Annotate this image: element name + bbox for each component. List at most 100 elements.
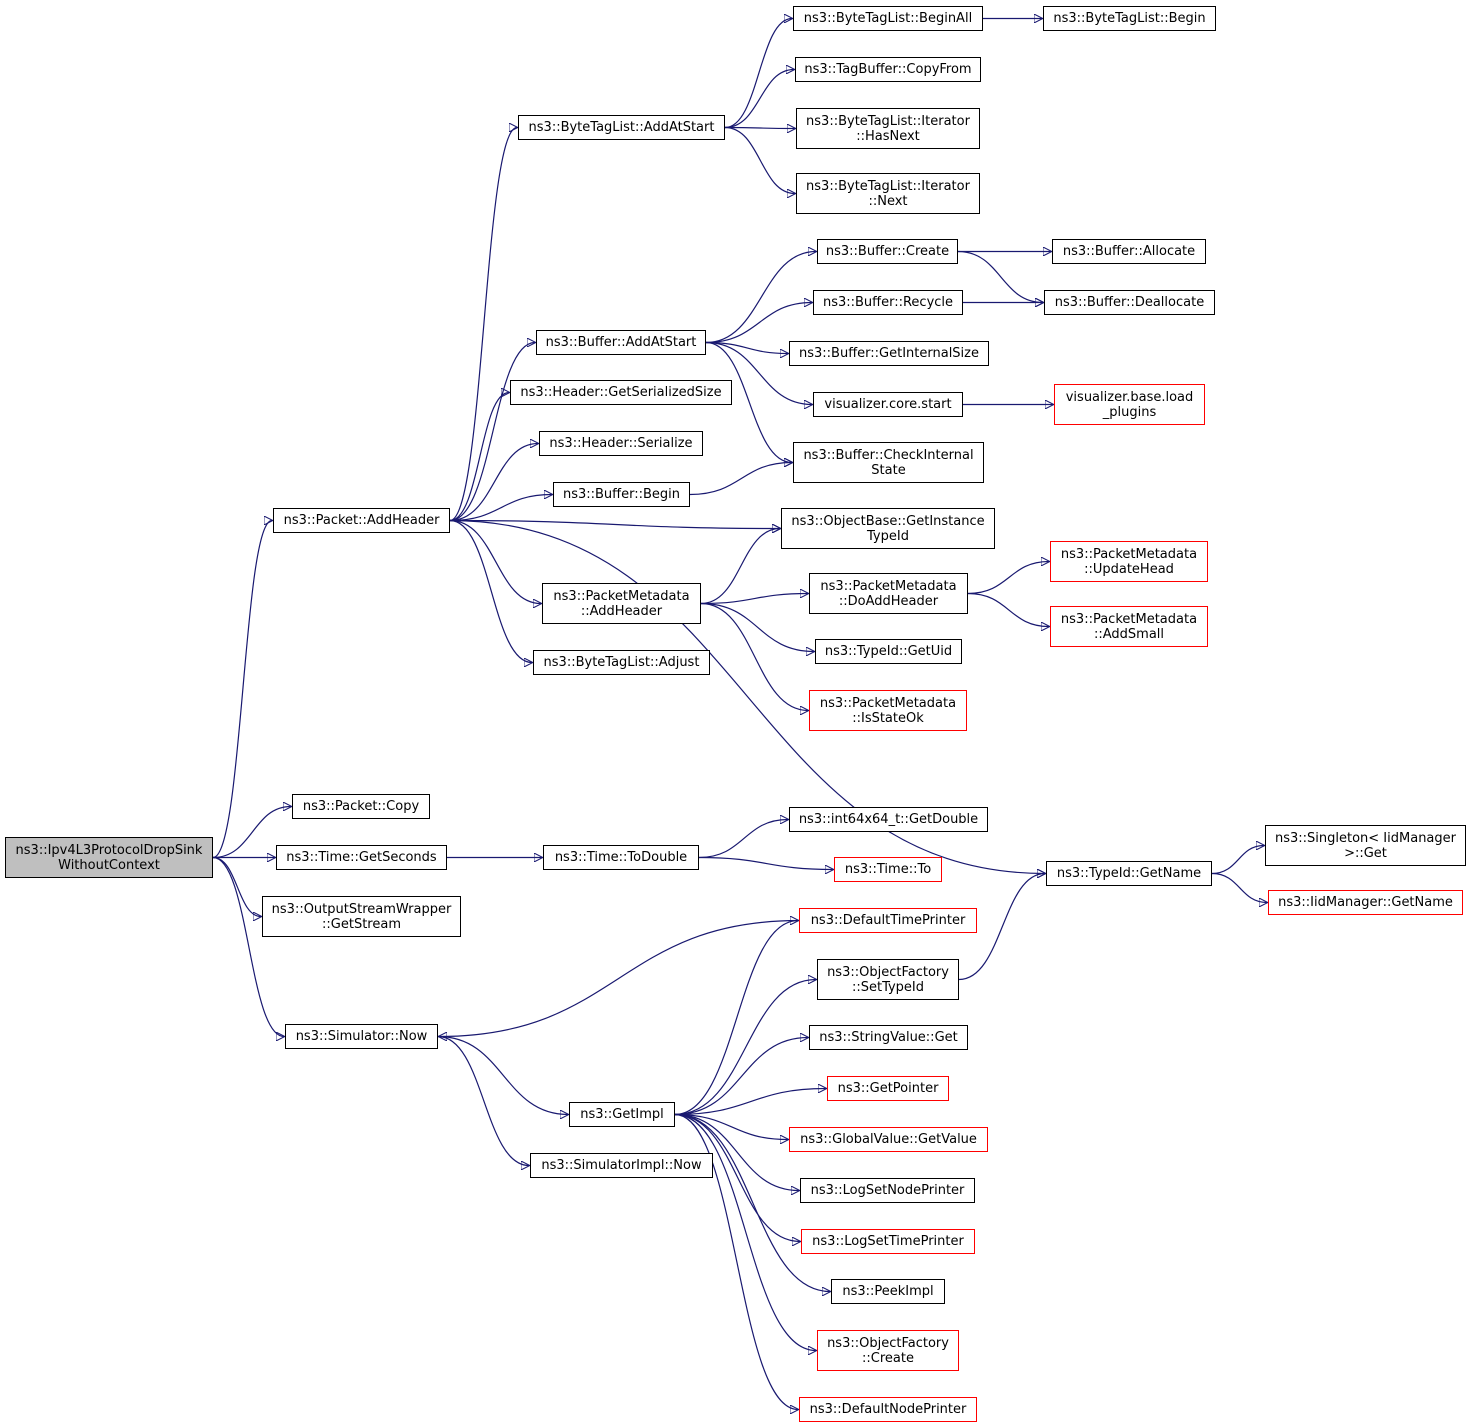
node-iidmanager-getname[interactable]: ns3::IidManager::GetName	[1268, 890, 1463, 915]
node-osw-getstream[interactable]: ns3::OutputStreamWrapper::GetStream	[262, 896, 461, 937]
node-simulator-now[interactable]: ns3::Simulator::Now	[285, 1024, 438, 1049]
node-vis-base-load[interactable]: visualizer.base.load_plugins	[1054, 384, 1205, 425]
edge-pm-doaddheader-to-pm-addsmall	[967, 592, 1049, 627]
node-simulatorimpl-now[interactable]: ns3::SimulatorImpl::Now	[530, 1153, 713, 1178]
node-label-line: ns3::Buffer::CheckInternal	[803, 447, 974, 463]
node-of-create[interactable]: ns3::ObjectFactory::Create	[817, 1330, 959, 1371]
node-label-line: ns3::ByteTagList::AddAtStart	[528, 120, 715, 135]
node-stringvalue-get[interactable]: ns3::StringValue::Get	[809, 1025, 968, 1050]
edge-getimpl-to-defaulttimeprinter	[674, 921, 798, 1116]
node-singleton-get[interactable]: ns3::Singleton< IidManager >::Get	[1265, 825, 1466, 866]
node-logsettimeprinter[interactable]: ns3::LogSetTimePrinter	[801, 1229, 975, 1254]
node-getpointer[interactable]: ns3::GetPointer	[827, 1076, 949, 1101]
node-btl-adjust[interactable]: ns3::ByteTagList::Adjust	[533, 650, 710, 675]
edge-root-to-packet-addheader	[212, 521, 272, 859]
node-label-line: ::IsStateOk	[852, 710, 924, 726]
node-buffer-create[interactable]: ns3::Buffer::Create	[817, 239, 958, 264]
node-btl-addatstart[interactable]: ns3::ByteTagList::AddAtStart	[518, 115, 725, 140]
node-label-line: ns3::Header::GetSerializedSize	[520, 385, 722, 400]
node-time-to[interactable]: ns3::Time::To	[834, 857, 942, 882]
edge-buffer-create-to-buffer-deallocate	[957, 250, 1043, 303]
node-btl-it-next[interactable]: ns3::ByteTagList::Iterator::Next	[796, 173, 980, 214]
node-globalvalue-getvalue[interactable]: ns3::GlobalValue::GetValue	[789, 1127, 988, 1152]
node-buffer-begin[interactable]: ns3::Buffer::Begin	[553, 482, 690, 507]
node-label-line: ns3::TagBuffer::CopyFrom	[804, 62, 972, 77]
edge-packet-addheader-to-btl-addatstart	[449, 128, 517, 522]
edge-packet-addheader-to-objectbase-getinstance	[449, 519, 780, 529]
node-label-line: WithoutContext	[58, 857, 160, 873]
edge-btl-addatstart-to-tagbuffer-copyfrom	[724, 70, 794, 129]
node-typeid-getname[interactable]: ns3::TypeId::GetName	[1046, 861, 1212, 886]
node-label-line: ns3::Time::ToDouble	[554, 850, 688, 865]
edge-btl-addatstart-to-btl-it-next	[724, 126, 795, 194]
node-buffer-recycle[interactable]: ns3::Buffer::Recycle	[813, 290, 963, 315]
node-header-serialize[interactable]: ns3::Header::Serialize	[539, 431, 703, 456]
node-label-line: >::Get	[1344, 845, 1387, 861]
node-label-line: ns3::Buffer::Begin	[562, 487, 681, 502]
node-label-line: ns3::PacketMetadata	[1060, 546, 1198, 562]
node-label-line: ns3::DefaultTimePrinter	[810, 913, 966, 928]
node-label-line: visualizer.base.load	[1065, 389, 1194, 405]
edge-getimpl-to-defaultnodeprinter	[674, 1113, 798, 1410]
edge-btl-addatstart-to-btl-it-hasnext	[724, 128, 795, 129]
edge-time-todouble-to-time-to	[698, 856, 833, 870]
node-defaultnodeprinter[interactable]: ns3::DefaultNodePrinter	[799, 1397, 977, 1422]
node-label-line: ns3::ObjectFactory	[827, 964, 949, 980]
edge-typeid-getname-to-iidmanager-getname	[1211, 872, 1267, 903]
edge-buffer-addatstart-to-buffer-getinternalsize	[705, 341, 788, 354]
node-label-line: ns3::Buffer::AddAtStart	[545, 335, 697, 350]
node-of-settypeid[interactable]: ns3::ObjectFactory::SetTypeId	[817, 959, 959, 1000]
node-label-line: ns3::Buffer::GetInternalSize	[799, 346, 979, 361]
node-vis-core-start[interactable]: visualizer.core.start	[813, 392, 963, 417]
node-label-line: ns3::TypeId::GetUid	[824, 644, 953, 659]
edge-root-to-packet-copy	[212, 807, 291, 859]
node-btl-beginall[interactable]: ns3::ByteTagList::BeginAll	[793, 6, 983, 31]
node-label-line: ns3::Time::To	[844, 862, 932, 877]
node-buffer-deallocate[interactable]: ns3::Buffer::Deallocate	[1044, 290, 1215, 315]
edge-getimpl-to-of-settypeid	[674, 980, 816, 1116]
node-typeid-getuid[interactable]: ns3::TypeId::GetUid	[815, 639, 962, 664]
node-buffer-addatstart[interactable]: ns3::Buffer::AddAtStart	[536, 330, 706, 355]
node-pm-updatehead[interactable]: ns3::PacketMetadata::UpdateHead	[1050, 541, 1208, 582]
node-time-todouble[interactable]: ns3::Time::ToDouble	[543, 845, 699, 870]
node-label-line: ::HasNext	[856, 128, 920, 144]
node-label-line: ns3::OutputStreamWrapper	[271, 901, 452, 917]
node-btl-it-hasnext[interactable]: ns3::ByteTagList::Iterator::HasNext	[796, 108, 980, 149]
node-int64-getdouble[interactable]: ns3::int64x64_t::GetDouble	[789, 807, 988, 832]
node-label-line: ns3::StringValue::Get	[819, 1030, 958, 1045]
edge-buffer-addatstart-to-buffer-checkinternal	[705, 341, 792, 463]
node-label-line: ::AddHeader	[580, 603, 663, 619]
node-pm-doaddheader[interactable]: ns3::PacketMetadata::DoAddHeader	[809, 573, 968, 614]
node-label-line: ns3::ByteTagList::Iterator	[806, 178, 970, 194]
node-getimpl[interactable]: ns3::GetImpl	[569, 1102, 675, 1127]
node-time-getseconds[interactable]: ns3::Time::GetSeconds	[276, 845, 447, 870]
node-label-line: ns3::TypeId::GetName	[1056, 866, 1202, 881]
node-buffer-allocate[interactable]: ns3::Buffer::Allocate	[1052, 239, 1206, 264]
node-label-line: ns3::ByteTagList::Adjust	[543, 655, 700, 670]
node-pm-isstateok[interactable]: ns3::PacketMetadata::IsStateOk	[809, 690, 967, 731]
node-label-line: ns3::Buffer::Recycle	[822, 295, 954, 310]
node-logsetnodeprinter[interactable]: ns3::LogSetNodePrinter	[800, 1178, 975, 1203]
edge-of-settypeid-to-typeid-getname	[958, 874, 1045, 981]
edge-getimpl-to-peekimpl	[674, 1113, 830, 1292]
node-defaulttimeprinter[interactable]: ns3::DefaultTimePrinter	[799, 908, 977, 933]
node-header-getserializedsize[interactable]: ns3::Header::GetSerializedSize	[510, 380, 732, 405]
edge-root-to-simulator-now	[212, 856, 284, 1037]
node-packet-copy[interactable]: ns3::Packet::Copy	[292, 794, 430, 819]
node-label-line: ns3::Time::GetSeconds	[286, 850, 437, 865]
node-peekimpl[interactable]: ns3::PeekImpl	[831, 1279, 945, 1304]
node-label-line: ns3::int64x64_t::GetDouble	[798, 812, 979, 827]
node-label-line: ::AddSmall	[1093, 626, 1165, 642]
node-tagbuffer-copyfrom[interactable]: ns3::TagBuffer::CopyFrom	[795, 57, 981, 82]
node-pm-addheader[interactable]: ns3::PacketMetadata::AddHeader	[542, 583, 701, 624]
node-buffer-getinternalsize[interactable]: ns3::Buffer::GetInternalSize	[789, 341, 989, 366]
node-pm-addsmall[interactable]: ns3::PacketMetadata::AddSmall	[1050, 606, 1208, 647]
node-packet-addheader[interactable]: ns3::Packet::AddHeader	[273, 508, 450, 533]
edge-getimpl-to-globalvalue-getvalue	[674, 1113, 788, 1140]
node-btl-begin[interactable]: ns3::ByteTagList::Begin	[1043, 6, 1216, 31]
node-label-line: visualizer.core.start	[824, 397, 952, 412]
